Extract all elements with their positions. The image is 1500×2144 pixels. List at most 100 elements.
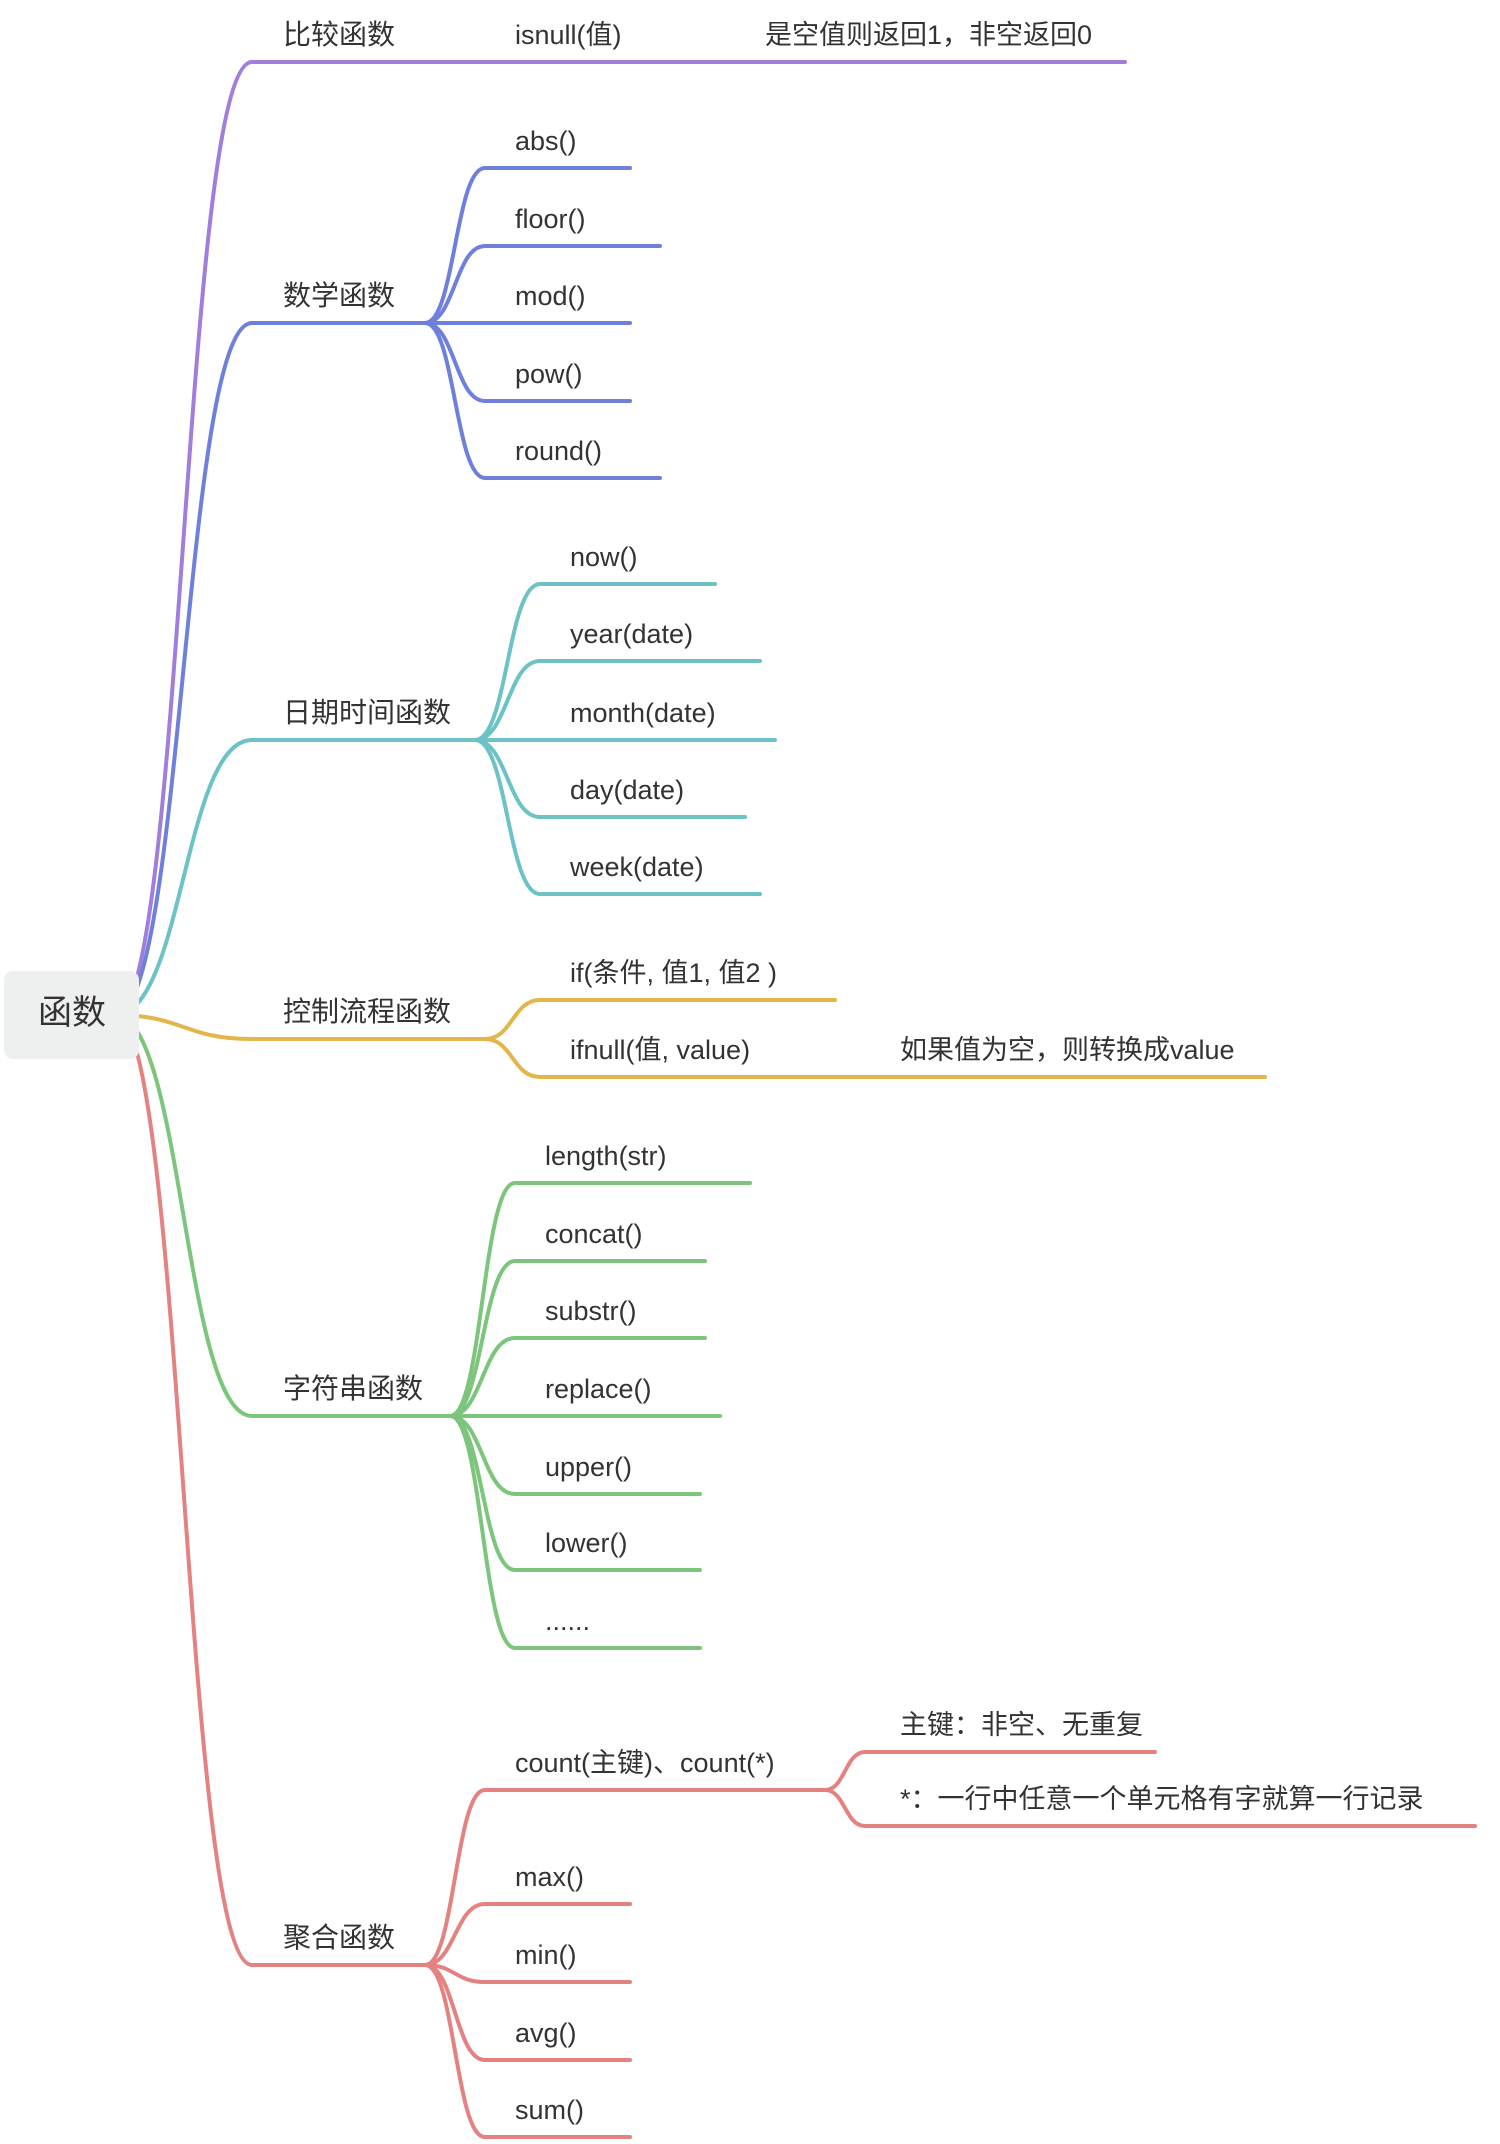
branch-aggregate-item-2[interactable]: min() xyxy=(515,1940,577,1970)
branch-aggregate-item-4-edge xyxy=(423,1963,487,2139)
branch-control-item-1-edge xyxy=(483,1037,542,1079)
branch-string-item-3-label: replace() xyxy=(545,1374,652,1404)
branch-math-item-3[interactable]: pow() xyxy=(515,359,583,389)
branch-string-item-5[interactable]: lower() xyxy=(545,1528,628,1558)
branch-compare-label: 比较函数 xyxy=(283,19,395,50)
branch-date-item-2[interactable]: month(date) xyxy=(570,698,716,728)
branch-aggregate-item-3[interactable]: avg() xyxy=(515,2018,577,2048)
branch-math-item-4-label: round() xyxy=(515,436,602,466)
branch-control-item-0[interactable]: if(条件, 值1, 值2 ) xyxy=(570,958,777,988)
branch-aggregate-item-0-label: count(主键)、count(*) xyxy=(515,1748,775,1778)
branch-math-item-0[interactable]: abs() xyxy=(515,126,577,156)
branch-date-item-1-edge xyxy=(473,659,542,742)
branch-math-item-4-edge xyxy=(423,321,487,480)
branch-control-item-1-label: ifnull(值, value) xyxy=(570,1035,750,1065)
branch-string-item-6-edge xyxy=(448,1414,517,1650)
branch-string-item-0-label: length(str) xyxy=(545,1141,667,1171)
branch-aggregate-item-0-leaf-0-edge xyxy=(823,1750,867,1792)
root-node[interactable]: 函数 xyxy=(4,971,139,1059)
branch-aggregate-item-0-leaf-1-edge xyxy=(823,1788,867,1828)
branch-date-item-0-edge xyxy=(473,582,542,742)
branch-math-item-3-label: pow() xyxy=(515,359,583,389)
edge-root-to-aggregate xyxy=(113,1013,254,1967)
nodes-layer: 比较函数 isnull(值) 是空值则返回1，非空返回0 数学函数 abs() floor… xyxy=(283,19,1424,2125)
branch-math-label: 数学函数 xyxy=(283,280,395,311)
branch-aggregate-edges xyxy=(113,1013,1477,2139)
branch-control-item-1[interactable]: ifnull(值, value) 如果值为空，则转换成value xyxy=(570,1035,1235,1065)
branch-string-item-2-edge xyxy=(448,1336,517,1418)
branch-string-item-4-label: upper() xyxy=(545,1452,632,1482)
edges-layer xyxy=(113,60,1477,2139)
branch-compare[interactable]: 比较函数 isnull(值) 是空值则返回1，非空返回0 xyxy=(283,19,1092,50)
branch-aggregate-item-1-label: max() xyxy=(515,1862,584,1892)
branch-aggregate-item-0-leaf-1-label: *：一行中任意一个单元格有字就算一行记录 xyxy=(900,1784,1424,1814)
branch-date-item-0-label: now() xyxy=(570,542,638,572)
branch-string-item-5-label: lower() xyxy=(545,1528,628,1558)
branch-date-item-0[interactable]: now() xyxy=(570,542,638,572)
branch-string[interactable]: 字符串函数 length(str) concat() substr() replace(… xyxy=(283,1141,667,1636)
branch-date-item-1-label: year(date) xyxy=(570,619,693,649)
branch-aggregate-item-0-leaf-0-label: 主键：非空、无重复 xyxy=(900,1710,1143,1740)
branch-string-item-2[interactable]: substr() xyxy=(545,1296,637,1326)
branch-date-item-2-label: month(date) xyxy=(570,698,716,728)
branch-math-item-2-label: mod() xyxy=(515,281,586,311)
branch-control-item-0-label: if(条件, 值1, 值2 ) xyxy=(570,958,777,988)
branch-aggregate-item-4-label: sum() xyxy=(515,2095,584,2125)
branch-string-item-6[interactable]: ...... xyxy=(545,1606,590,1636)
branch-aggregate-label: 聚合函数 xyxy=(283,1922,395,1953)
branch-math-item-4[interactable]: round() xyxy=(515,436,602,466)
root-box[interactable] xyxy=(4,971,139,1059)
branch-date-item-4-edge xyxy=(473,738,542,896)
branch-aggregate[interactable]: 聚合函数 count(主键)、count(*) 主键：非空、无重复 *：一行中任意一个… xyxy=(283,1710,1424,2125)
branch-string-item-0-edge xyxy=(448,1181,517,1418)
branch-math-item-1[interactable]: floor() xyxy=(515,204,586,234)
branch-compare-item-0[interactable]: isnull(值) 是空值则返回1，非空返回0 xyxy=(515,20,1092,50)
branch-date-item-3[interactable]: day(date) xyxy=(570,775,684,805)
branch-aggregate-item-1-edge xyxy=(423,1902,487,1967)
branch-math-item-1-label: floor() xyxy=(515,204,586,234)
branch-math-edges xyxy=(113,166,662,1017)
branch-string-label: 字符串函数 xyxy=(283,1373,423,1404)
branch-date-item-1[interactable]: year(date) xyxy=(570,619,693,649)
branch-compare-item-0-leaf-0-label: 是空值则返回1，非空返回0 xyxy=(765,20,1092,50)
branch-string-item-0[interactable]: length(str) xyxy=(545,1141,667,1171)
branch-compare-edges xyxy=(113,60,1127,1017)
branch-date-item-3-edge xyxy=(473,738,542,819)
branch-date-item-4-label: week(date) xyxy=(569,852,704,882)
branch-date-item-3-label: day(date) xyxy=(570,775,684,805)
edge-root-to-date xyxy=(113,738,254,1017)
branch-date[interactable]: 日期时间函数 now() year(date) month(date) day(date… xyxy=(283,542,716,882)
branch-math-item-0-label: abs() xyxy=(515,126,577,156)
branch-aggregate-item-1[interactable]: max() xyxy=(515,1862,584,1892)
branch-string-item-1[interactable]: concat() xyxy=(545,1219,643,1249)
branch-control-label: 控制流程函数 xyxy=(283,996,451,1027)
root-label: 函数 xyxy=(38,994,106,1032)
branch-string-item-2-label: substr() xyxy=(545,1296,637,1326)
branch-string-item-6-label: ...... xyxy=(545,1606,590,1636)
branch-compare-item-0-label: isnull(值) xyxy=(515,20,622,50)
branch-control[interactable]: 控制流程函数 if(条件, 值1, 值2 ) ifnull(值, value) 如果值… xyxy=(283,958,1235,1065)
branch-date-edges xyxy=(113,582,777,1017)
branch-string-item-1-edge xyxy=(448,1259,517,1418)
branch-control-edges xyxy=(113,998,1267,1079)
branch-aggregate-item-0[interactable]: count(主键)、count(*) 主键：非空、无重复 *：一行中任意一个单元格有… xyxy=(515,1710,1424,1814)
branch-string-item-4[interactable]: upper() xyxy=(545,1452,632,1482)
branch-date-label: 日期时间函数 xyxy=(283,697,451,728)
edge-root-to-string xyxy=(113,1013,254,1418)
branch-control-item-0-edge xyxy=(483,998,542,1041)
branch-aggregate-item-2-label: min() xyxy=(515,1940,577,1970)
branch-date-item-4[interactable]: week(date) xyxy=(569,852,704,882)
branch-string-item-1-label: concat() xyxy=(545,1219,643,1249)
branch-aggregate-item-3-label: avg() xyxy=(515,2018,577,2048)
edge-root-to-math xyxy=(113,321,254,1017)
branch-math-item-1-edge xyxy=(423,244,487,325)
branch-control-item-1-leaf-0-label: 如果值为空，则转换成value xyxy=(900,1035,1235,1065)
branch-aggregate-item-4[interactable]: sum() xyxy=(515,2095,584,2125)
branch-math-item-3-edge xyxy=(423,321,487,403)
branch-math[interactable]: 数学函数 abs() floor() mod() pow() round() xyxy=(283,126,602,466)
branch-math-item-2[interactable]: mod() xyxy=(515,281,586,311)
branch-aggregate-item-0-edge xyxy=(423,1788,487,1967)
branch-string-item-3[interactable]: replace() xyxy=(545,1374,652,1404)
branch-math-item-0-edge xyxy=(423,166,487,325)
